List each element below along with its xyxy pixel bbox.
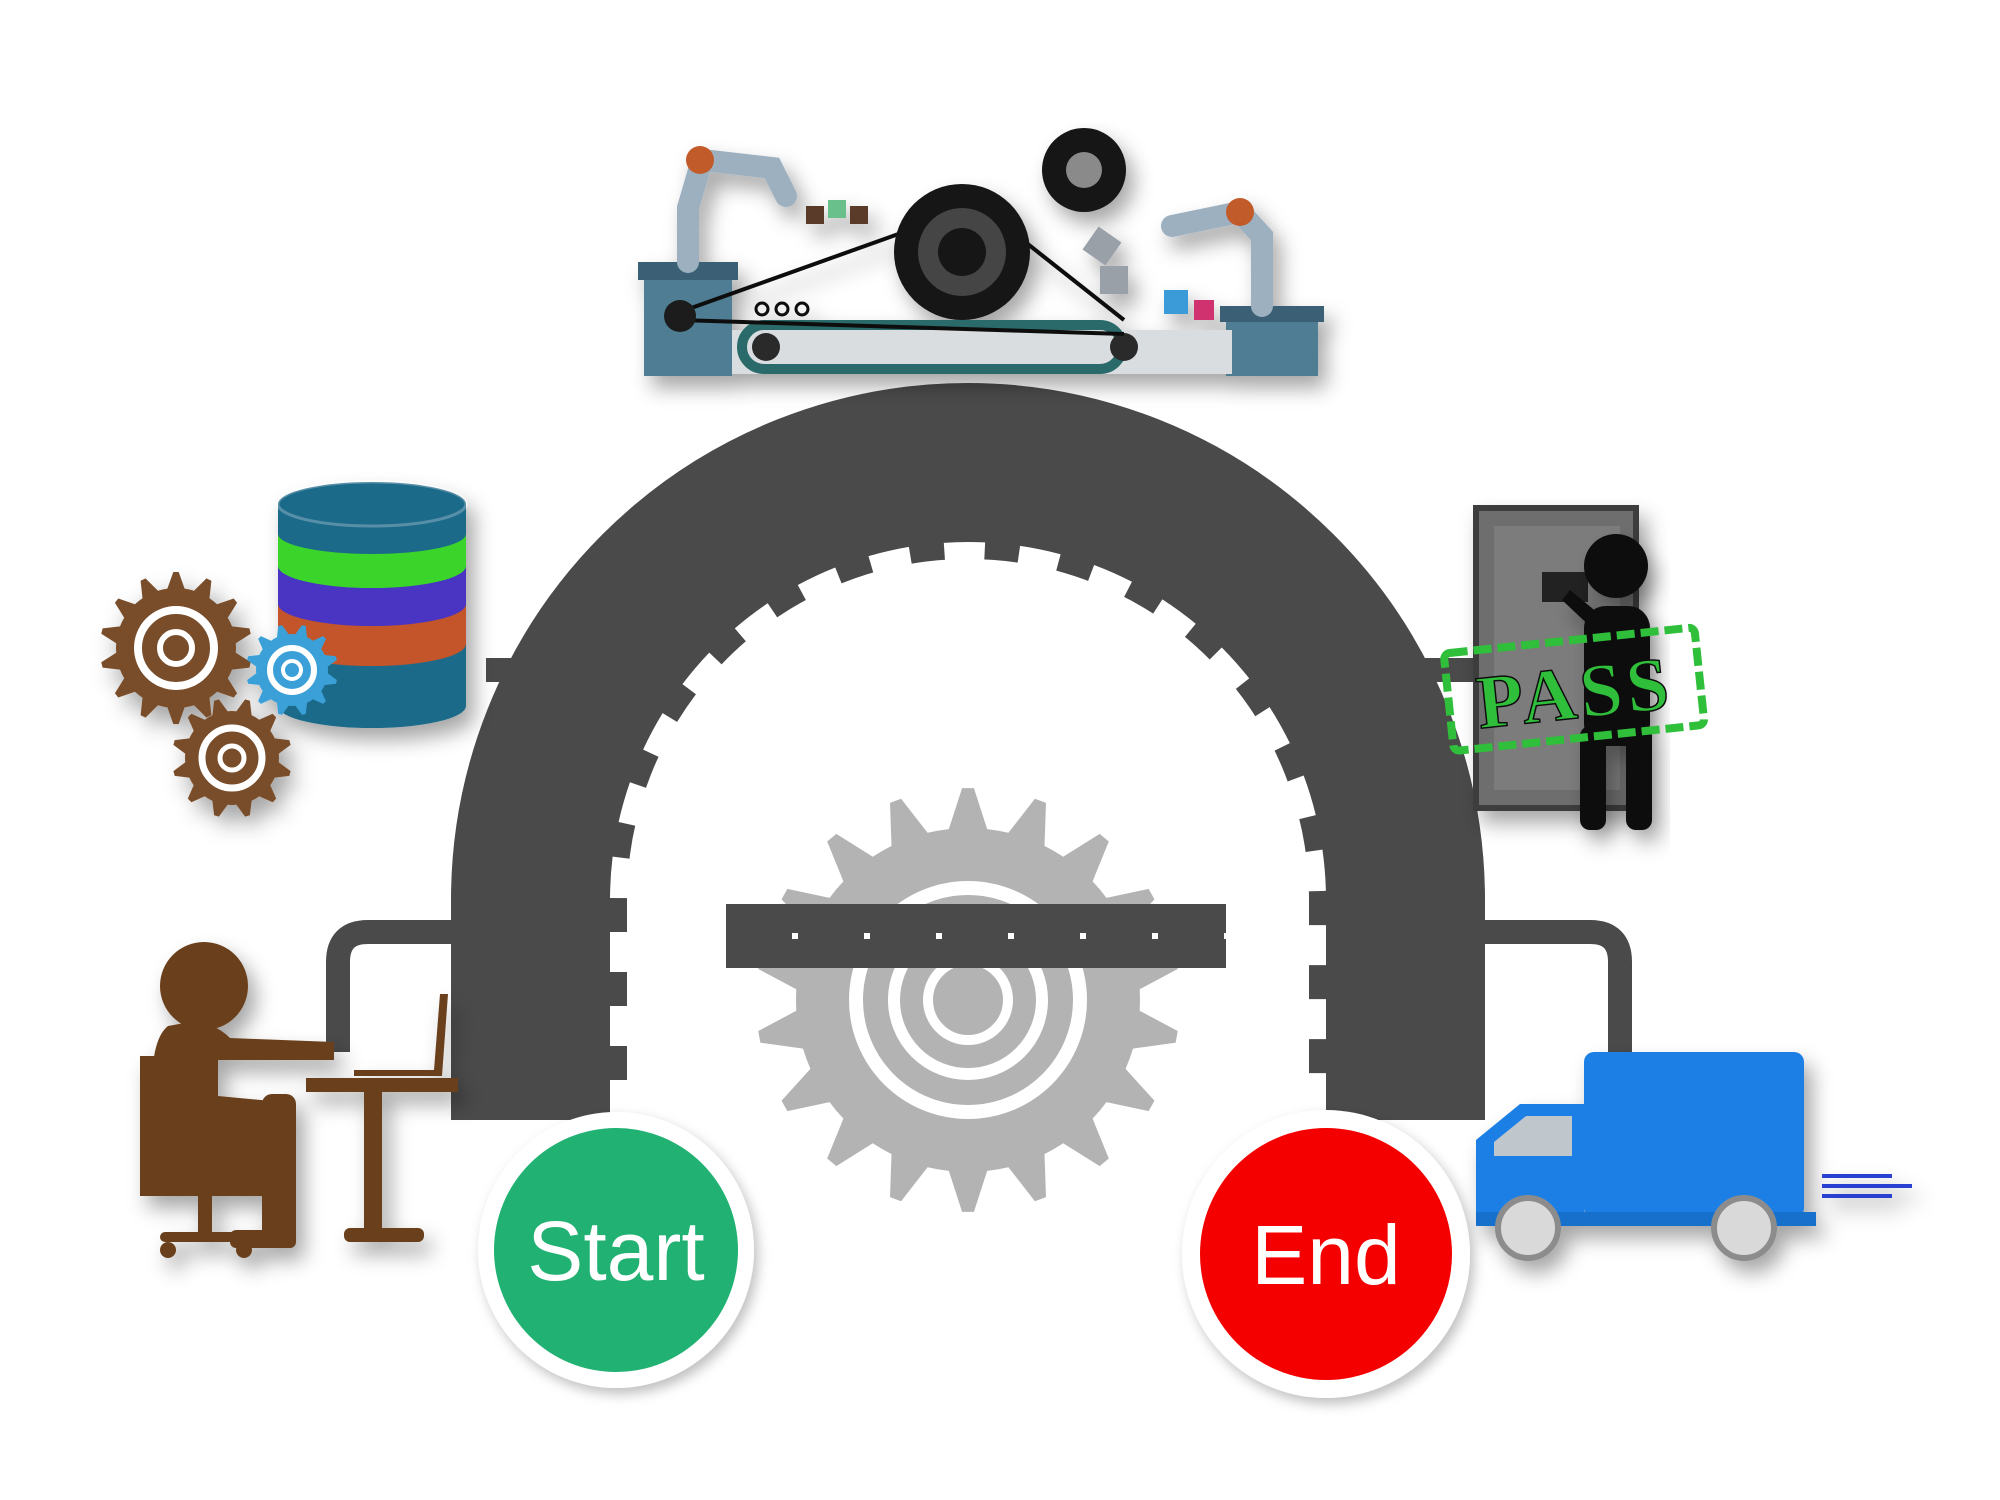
gear-ring — [217, 743, 247, 773]
gear-icon-brown-large — [101, 572, 251, 724]
pass-stamp-label: PASS — [1473, 641, 1677, 745]
speed-lines — [1822, 1174, 1912, 1198]
road-arch — [451, 383, 1485, 1120]
quality-inspector-icon: PASS — [1440, 505, 1708, 830]
truck-wheel-rear — [1711, 1195, 1777, 1261]
start-node: Start — [478, 1112, 754, 1388]
gear-body — [247, 625, 337, 715]
truck-wheel-front — [1495, 1195, 1561, 1261]
track-bar — [726, 904, 1226, 968]
truck-cargo — [1584, 1052, 1804, 1218]
gear-ring — [281, 659, 303, 681]
factory-assembly-line-icon — [638, 128, 1324, 376]
chair — [140, 1056, 158, 1194]
delivery-truck-icon — [1476, 1052, 1912, 1261]
gear-ring — [157, 629, 195, 667]
gear-ring — [267, 645, 317, 695]
database-icon — [276, 480, 468, 728]
central-gear-icon — [758, 788, 1178, 1212]
gear-body — [758, 788, 1178, 1212]
database-gears-icon — [101, 480, 468, 817]
pass-stamp: PASS — [1440, 623, 1708, 755]
gear-ring — [134, 606, 218, 690]
connector-bottom-left — [326, 920, 540, 1052]
end-node: End — [1182, 1110, 1470, 1398]
desk — [306, 1078, 458, 1092]
start-label: Start — [527, 1204, 704, 1298]
road-arch-icon — [451, 383, 1485, 1120]
gear-ring — [198, 724, 266, 792]
person-at-laptop-icon — [140, 942, 458, 1258]
gear-icon-brown-small — [173, 699, 291, 817]
road-center-dashes — [610, 542, 1326, 1120]
start-circle — [494, 1128, 738, 1372]
gear-ring — [849, 881, 1087, 1119]
connector-bottom-right — [1410, 920, 1632, 1072]
laptop-icon — [354, 994, 448, 1076]
gear-icon-blue — [247, 625, 337, 715]
connectors — [326, 400, 1632, 1072]
gear-body — [173, 699, 291, 817]
end-circle — [1200, 1128, 1452, 1380]
end-label: End — [1251, 1208, 1400, 1302]
gear-body — [101, 572, 251, 724]
